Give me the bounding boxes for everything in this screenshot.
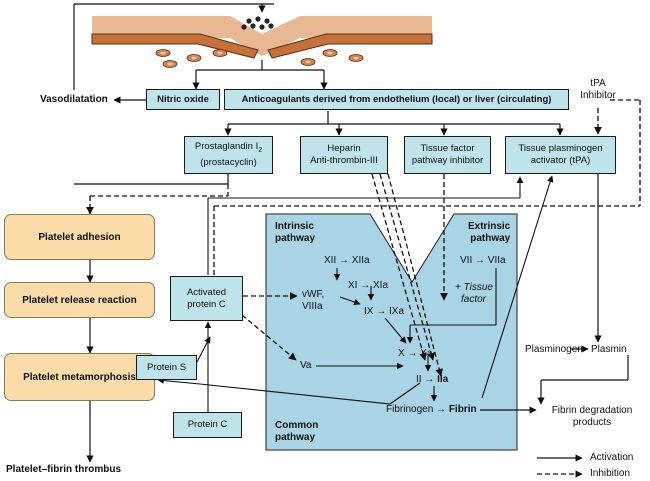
protein-s-box: Protein S — [136, 355, 197, 380]
legend-inhibition-label: Inhibition — [590, 468, 631, 479]
platelet-adhesion-box: Platelet adhesion — [4, 214, 155, 260]
coagulation-cascade-panel — [265, 213, 518, 451]
nitric-oxide-box: Nitric oxide — [146, 89, 220, 110]
factor-xi-reaction: XI → XIa — [348, 280, 389, 291]
platelet-chain-connectors — [86, 260, 94, 463]
plasminogen-label: Plasminogen — [525, 344, 583, 355]
prostaglandin-box: Prostaglandin I2 (prostacyclin) — [184, 136, 273, 174]
protein-c-box: Protein C — [173, 412, 242, 438]
vwf-viiia-label: vWF,VIIIa — [302, 289, 325, 312]
vessel-illustration — [91, 16, 433, 68]
inhibition-connectors — [86, 100, 641, 377]
platelet-release-box: Platelet release reaction — [4, 282, 155, 318]
anticoagulants-box: Anticoagulants derived from endothelium … — [224, 89, 569, 110]
red-blood-cell-icon — [155, 49, 364, 68]
vasodilatation-label: Vasodilatation — [40, 94, 108, 105]
platelet-dots-icon — [241, 16, 274, 30]
vessel-wall-left — [91, 33, 259, 59]
fibrinogen-reaction: Fibrinogen → Fibrin — [386, 404, 477, 415]
cascade-connectors — [157, 175, 554, 412]
top-connectors — [73, 3, 629, 414]
factor-vii-reaction: VII → VIIa — [460, 255, 506, 266]
platelet-metamorphosis-box: Platelet metamorphosis — [4, 353, 155, 401]
plasmin-label: Plasmin — [591, 344, 627, 355]
vessel-lumen-band — [92, 16, 432, 56]
factor-ix-reaction: IX → IXa — [364, 306, 405, 317]
factor-x-reaction: X → Xa — [398, 348, 433, 359]
prothrombin-reaction: II → IIa — [416, 374, 449, 385]
platelet-fibrin-thrombus-label: Platelet–fibrin thrombus — [6, 464, 122, 475]
legend-lines — [537, 454, 583, 478]
vessel-wall-right — [267, 33, 433, 59]
legend-activation-label: Activation — [590, 452, 634, 463]
factor-va-label: Va — [300, 360, 312, 371]
factor-xii-reaction: XII → XIIa — [324, 255, 370, 266]
